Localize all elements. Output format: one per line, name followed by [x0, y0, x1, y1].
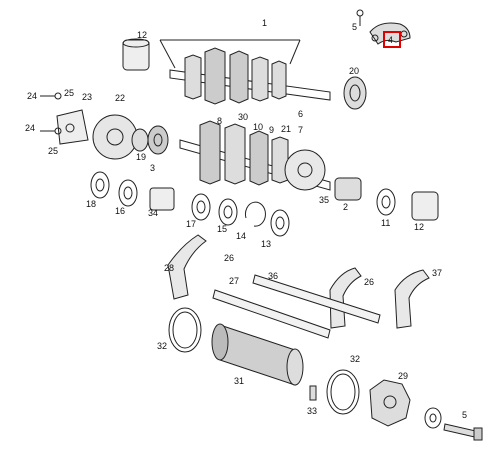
label-9: 9 [269, 125, 274, 135]
label-10: 10 [253, 122, 263, 132]
label-3: 3 [150, 163, 155, 173]
ball-bearing-20 [343, 76, 367, 110]
label-26-right: 26 [364, 277, 374, 287]
washer-10 [376, 188, 396, 216]
shift-drum-31 [211, 323, 304, 386]
label-19: 19 [136, 152, 146, 162]
label-25-bottom: 25 [48, 146, 58, 156]
label-16: 16 [115, 206, 125, 216]
bolt-24-b [40, 127, 62, 135]
needle-bearing-12-right [411, 191, 439, 221]
label-11: 11 [381, 218, 390, 228]
label-24-bottom: 24 [25, 123, 35, 133]
label-30: 30 [238, 112, 248, 122]
label-1: 1 [262, 18, 267, 28]
washer-15 [218, 198, 238, 226]
label-13: 13 [261, 239, 271, 249]
label-2: 2 [343, 202, 348, 212]
label-5-top: 5 [352, 22, 357, 32]
label-34: 34 [148, 208, 158, 218]
selector-fork-37 [394, 269, 430, 329]
label-32-left: 32 [157, 341, 167, 351]
label-12-top: 12 [137, 30, 147, 40]
o-ring-32-left [168, 307, 202, 353]
seal-19 [131, 128, 149, 152]
label-21: 21 [281, 124, 291, 134]
bolt-24-a [40, 92, 62, 100]
main-shaft [159, 39, 331, 105]
washer-28 [424, 407, 442, 429]
label-33: 33 [307, 406, 317, 416]
selector-fork-28 [167, 234, 207, 300]
label-26-left: 26 [224, 253, 234, 263]
needle-bearing-12-top [122, 38, 150, 71]
label-8: 8 [217, 116, 222, 126]
needle-bearing-2 [334, 177, 362, 201]
label-22: 22 [115, 93, 125, 103]
label-23: 23 [82, 92, 92, 102]
label-14: 14 [236, 231, 246, 241]
label-25-top: 25 [64, 88, 74, 98]
label-31: 31 [234, 376, 244, 386]
label-36: 36 [268, 271, 278, 281]
label-37: 37 [432, 268, 442, 278]
label-29: 29 [398, 371, 408, 381]
screw-5-bottom [443, 423, 483, 441]
label-5-bottom: 5 [462, 410, 467, 420]
sprocket-22 [92, 114, 138, 160]
layshaft-gears [179, 120, 331, 191]
label-17: 17 [186, 219, 196, 229]
washer-16 [118, 179, 138, 207]
label-6: 6 [298, 109, 303, 119]
label-7: 7 [298, 125, 303, 135]
washer-18 [90, 171, 110, 199]
fork-shaft-36 [252, 274, 381, 324]
label-24-top: 24 [27, 91, 37, 101]
label-4: 4 [388, 35, 393, 45]
selector-fork-26 [329, 267, 362, 329]
label-20: 20 [349, 66, 359, 76]
label-27: 27 [229, 276, 239, 286]
label-28-left: 28 [164, 263, 174, 273]
fork-shaft-27 [212, 289, 331, 339]
label-12-right: 12 [414, 222, 424, 232]
label-18: 18 [86, 199, 96, 209]
label-15: 15 [217, 224, 227, 234]
pin-33 [309, 385, 317, 401]
highlight-box-part-4 [383, 31, 401, 48]
bushing-34 [149, 187, 175, 211]
circlip-14 [245, 201, 266, 227]
o-ring-32-right [326, 369, 360, 415]
lock-plate-23 [56, 109, 89, 145]
label-32-right: 32 [350, 354, 360, 364]
label-35: 35 [319, 195, 329, 205]
washer-17 [191, 193, 211, 221]
screw-5-top [356, 9, 364, 26]
washer-13 [270, 209, 290, 237]
bearing-3 [147, 125, 169, 155]
shift-drum-cam-29 [369, 379, 411, 427]
